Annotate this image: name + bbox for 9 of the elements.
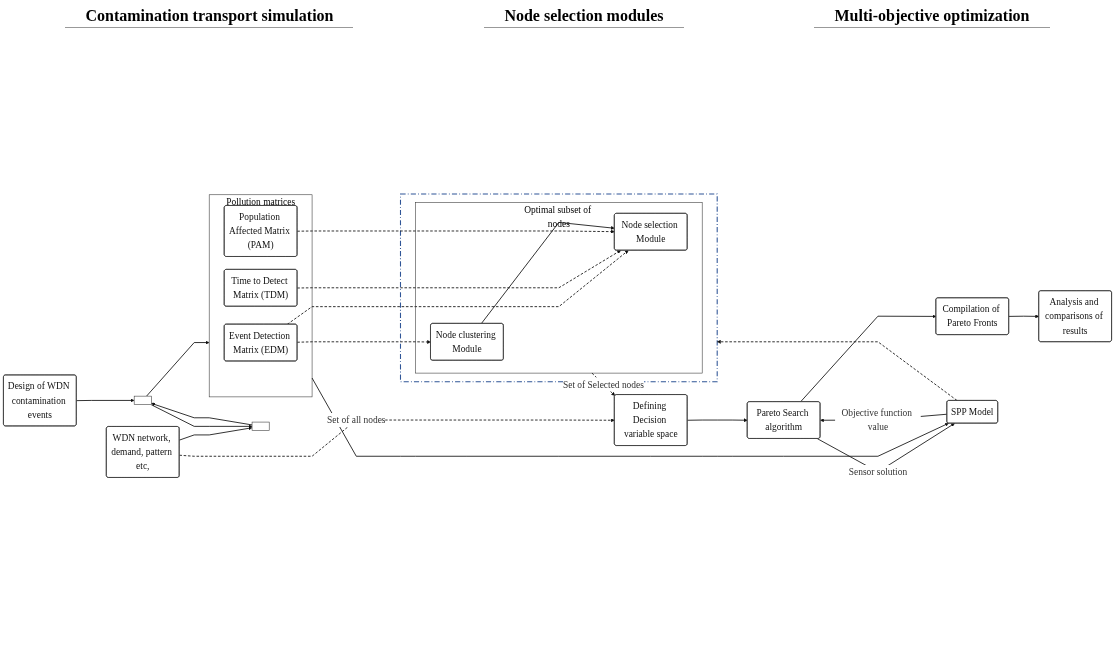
edge-label: Set of all nodes <box>327 414 386 426</box>
edge-label: Sensor solution <box>848 466 908 478</box>
edge-label: Objective function value <box>841 407 912 433</box>
node-box <box>133 395 152 405</box>
section-heading: Contamination transport simulation <box>65 6 354 28</box>
section-heading: Node selection modules <box>484 6 684 28</box>
edge-label: Set of Selected nodes <box>562 379 644 390</box>
section-heading: Multi-objective optimization <box>814 6 1050 28</box>
node-box <box>251 421 270 431</box>
